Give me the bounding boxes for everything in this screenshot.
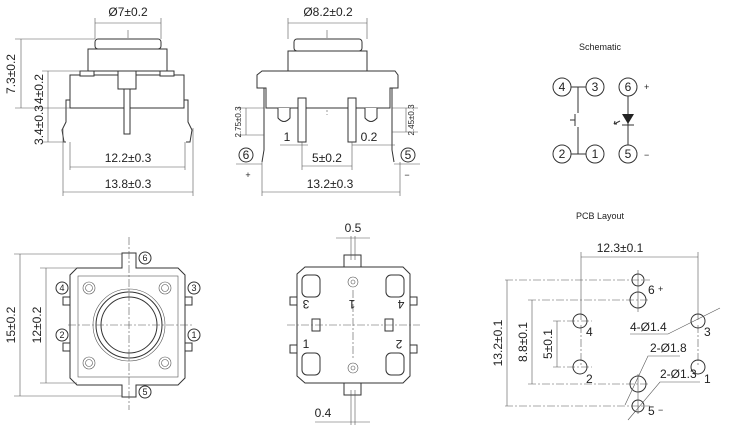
front-total-height-dim: 7.3±0.2 (4, 54, 18, 94)
top-inner-height-dim: 12±0.2 (30, 306, 44, 343)
schematic-pin-4: 4 (559, 80, 566, 94)
pcb-label-4: 4 (586, 325, 593, 339)
top-pin-6: 6 (142, 253, 147, 263)
top-pin-5: 5 (142, 387, 147, 397)
schematic-title: Schematic (579, 42, 622, 52)
top-pin-2: 2 (59, 330, 64, 340)
schematic-minus: − (644, 150, 649, 160)
pcb-outer-height-dim: 13.2±0.1 (491, 319, 505, 366)
pcb-label-2: 2 (586, 372, 593, 386)
front-body-height-dim: 4±0.2 (32, 74, 46, 104)
top-view: 15±0.2 12±0.2 6 4 3 2 1 5 (4, 237, 201, 410)
schematic-pin-2: 2 (559, 147, 566, 161)
side-lead5-length-dim: 2.45±0.3 (407, 104, 416, 136)
front-inner-width-dim: 12.2±0.3 (105, 151, 152, 165)
top-pin-1: 1 (191, 330, 196, 340)
front-lead-length-dim: 3.4±0.3 (32, 105, 46, 145)
pcb-hole-note-1.3: 2-Ø1.3 (660, 367, 697, 381)
side-pin-pitch-dim: 5±0.2 (312, 151, 342, 165)
side-cap-diameter-dim: Ø8.2±0.2 (303, 5, 353, 19)
side-view: Ø8.2±0.2 2.75±0.3 2.45±0.3 1 0.2 5±0.2 1… (234, 5, 420, 196)
top-outer-height-dim: 15±0.2 (4, 306, 18, 343)
bottom-mark-1: 1 (303, 337, 310, 351)
pcb-pitch-dim: 5±0.1 (541, 329, 555, 359)
pcb-mid-height-dim: 8.8±0.1 (516, 322, 530, 362)
bottom-mark-1-center: 1 (348, 297, 355, 311)
pcb-label-5: 5 (648, 404, 655, 418)
front-view: Ø7±0.2 7.3±0.2 4±0.2 3.4±0.3 12.2±0.3 13… (4, 5, 194, 196)
pcb-title: PCB Layout (576, 211, 625, 221)
front-outer-width-dim: 13.8±0.3 (105, 177, 152, 191)
front-cap-diameter-dim: Ø7±0.2 (108, 5, 148, 19)
bottom-view: 3 1 4 1 2 0.5 0.4 (287, 221, 420, 425)
bottom-mark-3: 3 (302, 297, 309, 311)
pcb-label-3: 3 (704, 325, 711, 339)
pcb-label-plus: + (658, 284, 663, 294)
bottom-mark-2: 2 (395, 337, 402, 351)
pcb-label-6: 6 (648, 283, 655, 297)
side-lead6-length-dim: 2.75±0.3 (234, 106, 243, 138)
schematic-plus: + (644, 82, 649, 92)
side-lead-thickness-dim: 0.2 (361, 130, 378, 144)
top-pin-3: 3 (191, 283, 196, 293)
pcb-hole-note-1.8: 2-Ø1.8 (650, 341, 687, 355)
schematic-pin-3: 3 (592, 80, 599, 94)
pcb-layout: PCB Layout 12.3±0.1 13.2±0.1 8.8±0.1 5±0… (491, 211, 721, 421)
side-pin-5-label: 5 (405, 148, 412, 162)
schematic-pin-6: 6 (625, 80, 632, 94)
side-plus-sign: + (245, 170, 250, 180)
side-pin-6-label: 6 (243, 148, 250, 162)
schematic-pin-1: 1 (592, 147, 599, 161)
pcb-width-dim: 12.3±0.1 (597, 241, 644, 255)
led-diode-icon (622, 114, 634, 124)
top-pin-4: 4 (59, 283, 64, 293)
bottom-tab-width-bottom-dim: 0.4 (315, 406, 332, 420)
pcb-label-1: 1 (704, 372, 711, 386)
side-minus-sign: − (404, 170, 409, 180)
pcb-hole-note-1.4: 4-Ø1.4 (630, 320, 667, 334)
bottom-tab-width-top-dim: 0.5 (345, 221, 362, 235)
side-lead-width-dim: 1 (284, 130, 291, 144)
bottom-mark-4: 4 (397, 297, 404, 311)
schematic-pin-5: 5 (625, 147, 632, 161)
schematic: Schematic 4 3 6 2 1 5 + − (552, 42, 649, 164)
side-overall-width-dim: 13.2±0.3 (307, 177, 354, 191)
pcb-label-minus: − (658, 405, 663, 415)
